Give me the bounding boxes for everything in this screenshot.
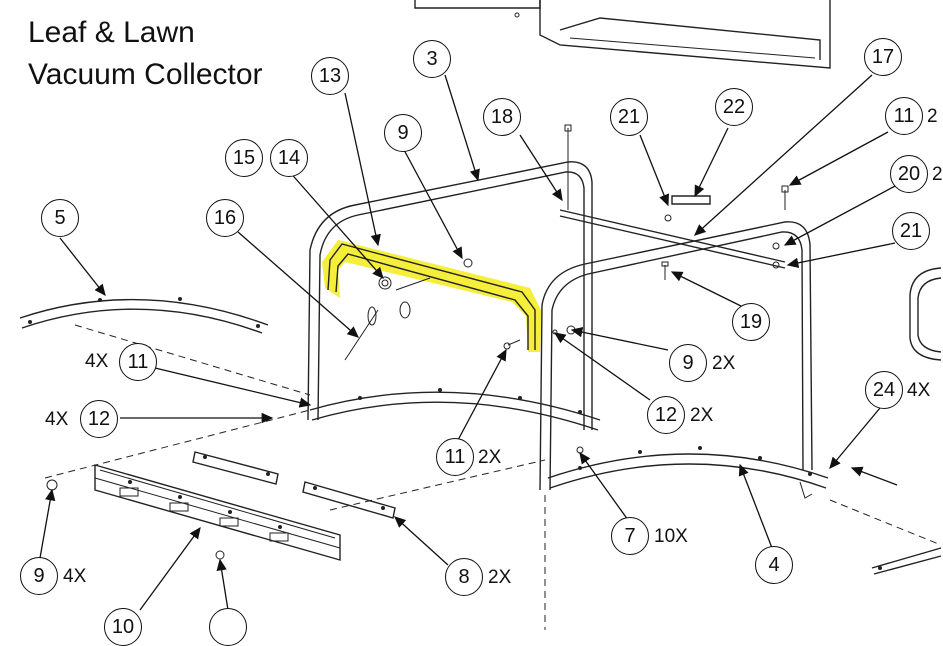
part-22-block	[671, 195, 711, 205]
ground-line	[329, 459, 546, 511]
qty-9-bottom: 4X	[63, 566, 87, 587]
callout-11-top: 11	[885, 97, 923, 135]
qty-8: 2X	[488, 567, 512, 588]
callout-12-right: 12	[647, 396, 685, 434]
ground-line	[44, 409, 311, 479]
part-10-bracket	[94, 464, 341, 561]
callout-3: 3	[413, 40, 451, 78]
callout-19: 19	[732, 303, 770, 341]
qty-9-right: 2X	[712, 353, 736, 374]
ground-line	[74, 324, 311, 396]
part-3-rear-hoop	[307, 161, 593, 430]
callout-22: 22	[715, 88, 753, 126]
callout-15: 15	[225, 139, 263, 177]
exploded-view-drawing	[19, 0, 942, 630]
callout-partial	[209, 608, 247, 646]
nut	[215, 550, 225, 560]
part-17-crossbar	[559, 209, 786, 263]
callout-21: 21	[610, 98, 648, 136]
machine-housing	[414, 0, 831, 69]
qty-11-bottom: 2X	[478, 447, 502, 468]
nut-9	[46, 479, 58, 491]
callout-9-top: 9	[384, 114, 422, 152]
part-13-bar	[327, 243, 536, 350]
callout-9-right: 9	[669, 344, 707, 382]
callout-14: 14	[270, 139, 308, 177]
qty-12-right: 2X	[690, 405, 714, 426]
callout-16: 16	[206, 199, 244, 237]
qty-20: 2	[932, 164, 943, 185]
callout-8: 8	[445, 558, 483, 596]
leader-lines	[39, 74, 898, 611]
ground-line	[829, 499, 942, 546]
callout-12-left: 12	[80, 400, 118, 438]
qty-11-left: 4X	[85, 351, 109, 372]
qty-24: 4X	[907, 380, 931, 401]
qty-7: 10X	[654, 526, 688, 547]
right-edge-parts	[871, 267, 942, 575]
callout-20: 20	[890, 155, 928, 193]
qty-12-left: 4X	[45, 409, 69, 430]
callout-11-bottom: 11	[436, 438, 474, 476]
callout-9-bottom: 9	[20, 557, 58, 595]
callout-4: 4	[755, 546, 793, 584]
rear-strap	[309, 388, 601, 431]
parts-diagram: Leaf & Lawn Vacuum Collector 13 3 18 21 …	[19, 0, 943, 646]
callout-7: 7	[611, 517, 649, 555]
qty-11-top: 2	[927, 106, 938, 127]
callout-24: 24	[865, 371, 903, 409]
part-8-plates	[192, 451, 396, 519]
callout-18: 18	[483, 98, 521, 136]
callout-17: 17	[864, 38, 902, 76]
callout-13: 13	[311, 57, 349, 95]
callout-11-left: 11	[119, 343, 157, 381]
hardware	[344, 124, 789, 454]
diagram-title-line-2: Vacuum Collector	[28, 58, 263, 91]
part-3-front-hoop	[539, 221, 813, 491]
part-4-strap	[547, 446, 829, 489]
callout-5: 5	[41, 199, 79, 237]
diagram-title-line-1: Leaf & Lawn	[28, 16, 195, 49]
part-5-strap	[19, 297, 269, 334]
callout-10: 10	[104, 608, 142, 646]
callout-21-right: 21	[892, 212, 930, 250]
